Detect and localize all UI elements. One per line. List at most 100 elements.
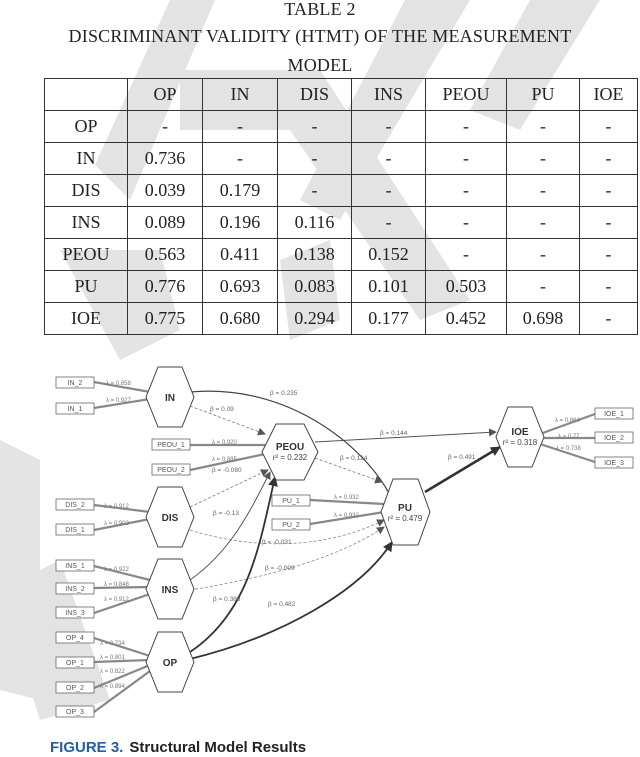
beta-in-peou: β = 0.09 xyxy=(210,406,234,413)
table-cell: - xyxy=(579,206,638,239)
table-cell: - xyxy=(425,238,507,271)
path-peou-ioe xyxy=(314,428,497,443)
table-cell: - xyxy=(579,302,638,335)
table-cell: 0.083 xyxy=(277,270,352,303)
table-row: IN 0.736 - - - - - - xyxy=(44,142,638,175)
loading-ioe1: λ = 0.864 xyxy=(555,418,581,424)
header-cell: DIS xyxy=(277,78,352,111)
path-in-ioe xyxy=(189,390,397,508)
table-cell: - xyxy=(202,142,278,175)
loading-ioe2: λ = 0.77 xyxy=(558,434,580,440)
indicator-ioe2-label: IOE_2 xyxy=(604,435,624,442)
table-cell: - xyxy=(351,174,426,207)
construct-in-label: IN xyxy=(165,393,175,404)
loading-pu1: λ = 0.932 xyxy=(334,495,360,501)
header-cell: INS xyxy=(351,78,426,111)
loading-pu2: λ = 0.932 xyxy=(334,513,360,519)
beta-dis-peou: β = -0.13 xyxy=(213,510,239,517)
indicator-op3-label: OP_3 xyxy=(66,709,84,716)
path-op-peou xyxy=(189,476,278,653)
loading-peou1: λ = 0.920 xyxy=(212,440,238,446)
beta-pu-ioe: β = 0.491 xyxy=(448,454,476,461)
table-cell: 0.177 xyxy=(351,302,426,335)
indicator-pu2-label: PU_2 xyxy=(282,522,300,529)
beta-ins-peou: β = 0.388 xyxy=(213,596,241,603)
beta-peou-ioe: β = 0.144 xyxy=(380,430,408,437)
construct-pu-node xyxy=(380,478,431,546)
table-cell: - xyxy=(506,142,580,175)
table-cell: 0.411 xyxy=(202,238,278,271)
row-label: DIS xyxy=(44,174,128,207)
table-cell: 0.138 xyxy=(277,238,352,271)
construct-ioe-node xyxy=(495,406,545,468)
indicator-ins1-label: INS_1 xyxy=(65,563,85,570)
table-cell: - xyxy=(277,174,352,207)
path-op-pu xyxy=(189,541,393,660)
construct-ins-label: INS xyxy=(162,585,179,596)
header-cell xyxy=(44,78,128,111)
table-cell: - xyxy=(425,206,507,239)
table-cell: 0.503 xyxy=(425,270,507,303)
header-cell: IN xyxy=(202,78,278,111)
construct-ioe-label: IOE xyxy=(511,427,529,438)
figure-caption: FIGURE 3. Structural Model Results xyxy=(50,739,306,756)
table-cell: - xyxy=(506,174,580,207)
table-cell: - xyxy=(506,270,580,303)
beta-dis-pu: β = -0.031 xyxy=(262,539,292,546)
table-cell: - xyxy=(425,174,507,207)
table-cell: 0.563 xyxy=(127,238,203,271)
table-cell: - xyxy=(351,142,426,175)
path-dis-peou xyxy=(189,469,269,508)
indicator-ins2-label: INS_2 xyxy=(65,586,85,593)
table-cell: - xyxy=(277,110,352,143)
construct-dis-label: DIS xyxy=(162,513,179,524)
row-label: PU xyxy=(44,270,128,303)
indicator-in2-box xyxy=(55,376,95,389)
row-label: PEOU xyxy=(44,238,128,271)
table-row: DIS 0.039 0.179 - - - - - xyxy=(44,174,638,207)
figure-title: Structural Model Results xyxy=(129,739,307,756)
header-cell: OP xyxy=(127,78,203,111)
structural-model-figure: IN DIS INS OP PEOU PU IOE r² = 0.232 r² … xyxy=(0,362,640,732)
table-cell: 0.039 xyxy=(127,174,203,207)
table-cell: - xyxy=(277,142,352,175)
table-header-row: OP IN DIS INS PEOU PU IOE xyxy=(44,78,638,111)
indicator-op4-label: OP_4 xyxy=(66,635,84,642)
construct-in-node xyxy=(145,366,195,428)
table-label: TABLE 2 xyxy=(284,0,356,19)
loading-dis1: λ = 0.903 xyxy=(104,521,130,527)
table-cell: 0.452 xyxy=(425,302,507,335)
construct-peou-node xyxy=(261,423,319,481)
indicator-ins3-label: INS_3 xyxy=(65,610,85,617)
row-label: IOE xyxy=(44,302,128,335)
table-title-line1: DISCRIMINANT VALIDITY (HTMT) OF THE MEAS… xyxy=(68,26,572,46)
indicator-dis2-box xyxy=(55,498,95,511)
table-cell: 0.698 xyxy=(506,302,580,335)
indicator-peou1-label: PEOU_1 xyxy=(157,442,185,449)
table-cell: - xyxy=(127,110,203,143)
loading-ins1: λ = 0.922 xyxy=(104,567,130,573)
indicator-in1-label: IN_1 xyxy=(68,406,83,413)
header-cell: IOE xyxy=(579,78,638,111)
indicator-dis1-box xyxy=(55,523,95,536)
table-cell: - xyxy=(506,238,580,271)
table-cell: 0.101 xyxy=(351,270,426,303)
table-cell: - xyxy=(506,206,580,239)
indicator-ioe1-box xyxy=(594,407,634,420)
table-cell: - xyxy=(351,110,426,143)
table-row: IOE 0.775 0.680 0.294 0.177 0.452 0.698 … xyxy=(44,302,638,335)
beta-ins-pu: β = -0.009 xyxy=(265,565,295,572)
figure-number: FIGURE 3. xyxy=(50,739,124,756)
table-cell: - xyxy=(579,142,638,175)
table-cell: - xyxy=(579,238,638,271)
construct-ioe-r2: r² = 0.318 xyxy=(503,438,538,447)
loading-ins3: λ = 0.912 xyxy=(104,597,130,603)
beta-op-pu: β = 0.482 xyxy=(268,601,296,608)
path-dis-pu xyxy=(189,519,385,545)
structural-model-diagram: IN DIS INS OP PEOU PU IOE r² = 0.232 r² … xyxy=(55,366,634,718)
table-row: PEOU 0.563 0.411 0.138 0.152 - - - xyxy=(44,238,638,271)
beta-peou-pu: β = 0.124 xyxy=(340,455,368,462)
indicator-dis2-label: DIS_2 xyxy=(65,502,85,509)
table-cell: 0.179 xyxy=(202,174,278,207)
table-cell: 0.776 xyxy=(127,270,203,303)
